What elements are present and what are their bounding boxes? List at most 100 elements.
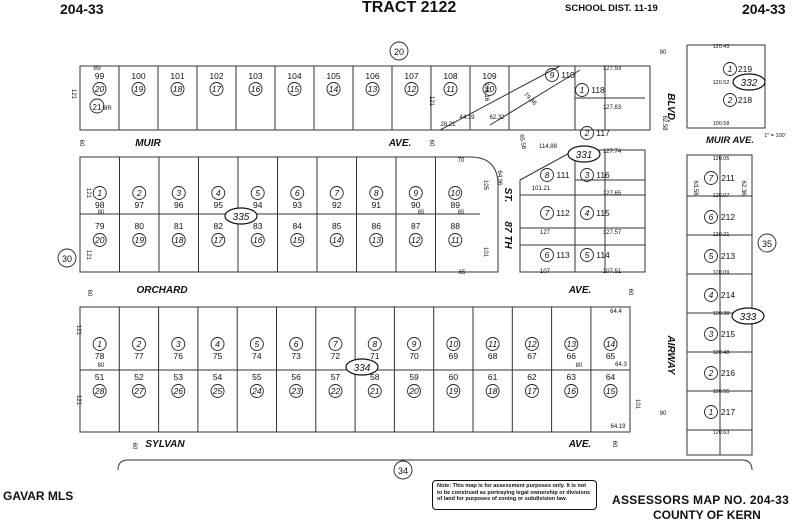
lot-number: 72 — [331, 351, 341, 361]
lot-number: 79 — [95, 221, 105, 231]
dimension: 65.58 — [518, 134, 527, 150]
parcel-number: 1 — [728, 64, 733, 74]
parcel-number: 20 — [408, 386, 419, 396]
dimension: 60 — [78, 140, 84, 147]
parcel-number: 1 — [97, 339, 102, 349]
parcel-number-circle — [211, 186, 226, 200]
parcel-number: 25 — [212, 386, 223, 396]
parcel-number: 4 — [215, 339, 220, 349]
lot-number: 92 — [332, 200, 342, 210]
assessors-map-number: ASSESSORS MAP NO. 204-33 — [612, 493, 790, 507]
parcel-number-circle — [92, 186, 107, 200]
parcel-number-circle — [580, 206, 594, 220]
lot-number: 94 — [253, 200, 263, 210]
parcel-number-circle — [446, 337, 461, 351]
parcel-number-circle — [704, 366, 718, 380]
dimension: 65 — [459, 270, 466, 276]
dimension: 127.65 — [603, 191, 622, 197]
lot-number: 113 — [556, 250, 570, 260]
parcel-number: 4 — [216, 188, 221, 198]
map-number-30-circle — [57, 248, 77, 268]
parcel-number: 6 — [295, 188, 300, 198]
parcel-number: 5 — [709, 251, 714, 261]
parcel-number: 1 — [709, 407, 714, 417]
parcel-number-circle — [92, 82, 107, 96]
lot-number: 211 — [721, 173, 735, 183]
street-muir-right: MUIR AVE. — [706, 135, 754, 146]
lot-number: 107 — [404, 71, 418, 81]
parcel-number: 9 — [412, 339, 417, 349]
parcel-number-circle — [482, 82, 497, 96]
parcel-number-circle — [580, 126, 594, 140]
parcel-number: 7 — [333, 339, 338, 349]
parcel-number-circle — [211, 233, 226, 247]
map-number-331: 331 — [576, 150, 593, 161]
parcel-number-circle — [704, 405, 718, 419]
dimension: 127.74 — [603, 149, 622, 155]
dimension: 120.55 — [713, 389, 730, 395]
parcel-number-circle — [328, 384, 343, 398]
lot-number: 57 — [331, 372, 341, 382]
parcel-number: 17 — [527, 386, 537, 396]
parcel-number-circle — [290, 233, 305, 247]
parcel-number: 14 — [606, 339, 616, 349]
dimension: 105 — [482, 180, 488, 191]
parcel-number: 16 — [251, 84, 261, 94]
parcel-number: 15 — [290, 84, 300, 94]
dimension: 64.19 — [610, 424, 626, 430]
dimension: 101 — [482, 247, 488, 258]
map-number-34: 34 — [398, 466, 408, 476]
lot-number: 103 — [248, 71, 262, 81]
parcel-number: 7 — [709, 173, 714, 183]
parcel-number-circle — [289, 337, 304, 351]
map-number-335-oval — [224, 207, 258, 225]
street-blvd: BLVD. — [665, 93, 676, 122]
parcel-number: 16 — [253, 235, 263, 245]
street-orchard: ORCHARD — [136, 285, 187, 296]
parcel-number-circle — [540, 206, 554, 220]
dimension: 120.48 — [713, 350, 730, 356]
dimension: 120.38 — [713, 311, 730, 317]
map-number-333-oval — [731, 307, 765, 325]
dimension: 64.96 — [496, 170, 502, 186]
parcel-number-circle — [408, 186, 423, 200]
parcel-number-circle — [132, 186, 147, 200]
lot-number: 111 — [557, 170, 570, 180]
lot-number: 87 — [411, 221, 421, 231]
dimension: 80 — [576, 363, 583, 369]
parcel-number: 9 — [550, 70, 555, 80]
lot-number: 90 — [411, 200, 421, 210]
map-number-334: 334 — [354, 363, 371, 374]
parcel-number: 2 — [136, 188, 142, 198]
dimension: 60 — [428, 140, 434, 147]
lot-number: 70 — [409, 351, 419, 361]
lot-number: 214 — [721, 290, 735, 300]
parcel-number-circle — [210, 337, 225, 351]
parcel-number-circle — [704, 210, 718, 224]
lot-number: 110 — [561, 70, 575, 80]
map-number-333: 333 — [740, 312, 757, 323]
dimension: 80 — [98, 363, 105, 369]
parcel-number: 21 — [369, 386, 380, 396]
parcel-number-circle — [404, 82, 419, 96]
lot-number: 108 — [443, 71, 457, 81]
dimension: 70 — [458, 158, 465, 164]
lot-number: 63 — [567, 372, 577, 382]
parcel-number-circle — [704, 171, 718, 185]
dimension: 60 — [611, 441, 617, 448]
dimension: 106.16 — [483, 83, 489, 102]
parcel-number-circle — [369, 186, 384, 200]
parcel-number: 5 — [255, 188, 260, 198]
mr-number: 21 — [93, 103, 102, 112]
parcel-number-circle — [575, 83, 589, 97]
parcel-number: 9 — [413, 188, 418, 198]
map-number-right: 204-33 — [742, 1, 786, 17]
lot-number: 109 — [482, 71, 496, 81]
parcel-number: 18 — [174, 235, 184, 245]
parcel-number: 20 — [94, 84, 105, 94]
parcel-number-circle — [369, 233, 384, 247]
parcel-number: 19 — [449, 386, 459, 396]
parcel-number: 8 — [372, 339, 377, 349]
dimension: 62.58 — [661, 115, 667, 131]
parcel-number: 4 — [709, 290, 714, 300]
